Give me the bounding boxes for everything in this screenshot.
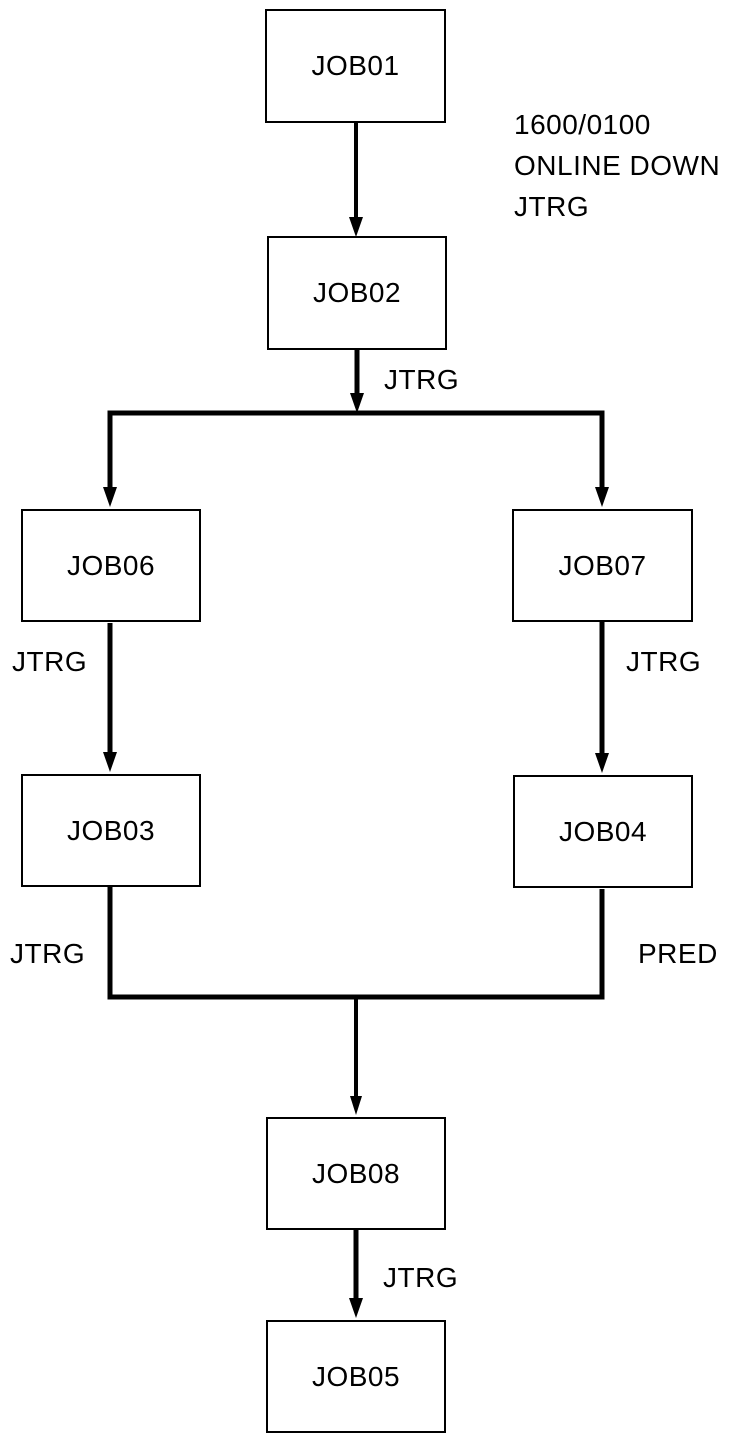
edge-label-job08-job05: JTRG <box>383 1262 459 1293</box>
node-job07: JOB07 <box>512 509 693 622</box>
schedule-annotation: 1600/0100 ONLINE DOWN JTRG <box>514 104 720 227</box>
node-job05: JOB05 <box>266 1320 446 1433</box>
node-job02-label: JOB02 <box>312 277 402 308</box>
annotation-line-1: 1600/0100 <box>514 109 651 140</box>
annotation-line-2: ONLINE DOWN <box>514 150 721 181</box>
node-job03-label: JOB03 <box>66 814 156 846</box>
arrow-job02-split <box>350 350 364 413</box>
node-job06-label: JOB06 <box>66 549 156 581</box>
node-job02: JOB02 <box>267 236 447 350</box>
edge-label-job07-job04: JTRG <box>626 646 702 677</box>
edge-label-job04-merge: PRED <box>638 938 718 969</box>
node-job05-label: JOB05 <box>311 1360 401 1392</box>
edge-label-job06-job03: JTRG <box>12 646 88 677</box>
node-job08-label: JOB08 <box>311 1157 401 1189</box>
node-job01-label: JOB01 <box>311 50 400 81</box>
node-job07-label: JOB07 <box>558 549 647 581</box>
edge-label-job03-merge: JTRG <box>10 938 86 969</box>
arrow-merge-job08 <box>350 997 362 1115</box>
arrow-job01-job02 <box>349 123 363 237</box>
node-job04-label: JOB04 <box>558 815 648 847</box>
arrow-job07-job04 <box>595 622 609 773</box>
edge-label-job02-split: JTRG <box>384 364 460 395</box>
arrow-split-job07 <box>595 413 609 507</box>
arrow-job06-job03 <box>103 623 117 772</box>
arrow-job08-job05 <box>349 1230 363 1318</box>
node-job08: JOB08 <box>266 1117 446 1230</box>
node-job04: JOB04 <box>513 775 693 888</box>
node-job01: JOB01 <box>265 9 446 123</box>
arrow-split-job06 <box>103 413 117 507</box>
annotation-line-3: JTRG <box>514 191 590 222</box>
node-job06: JOB06 <box>21 509 201 622</box>
node-job03: JOB03 <box>21 774 201 887</box>
